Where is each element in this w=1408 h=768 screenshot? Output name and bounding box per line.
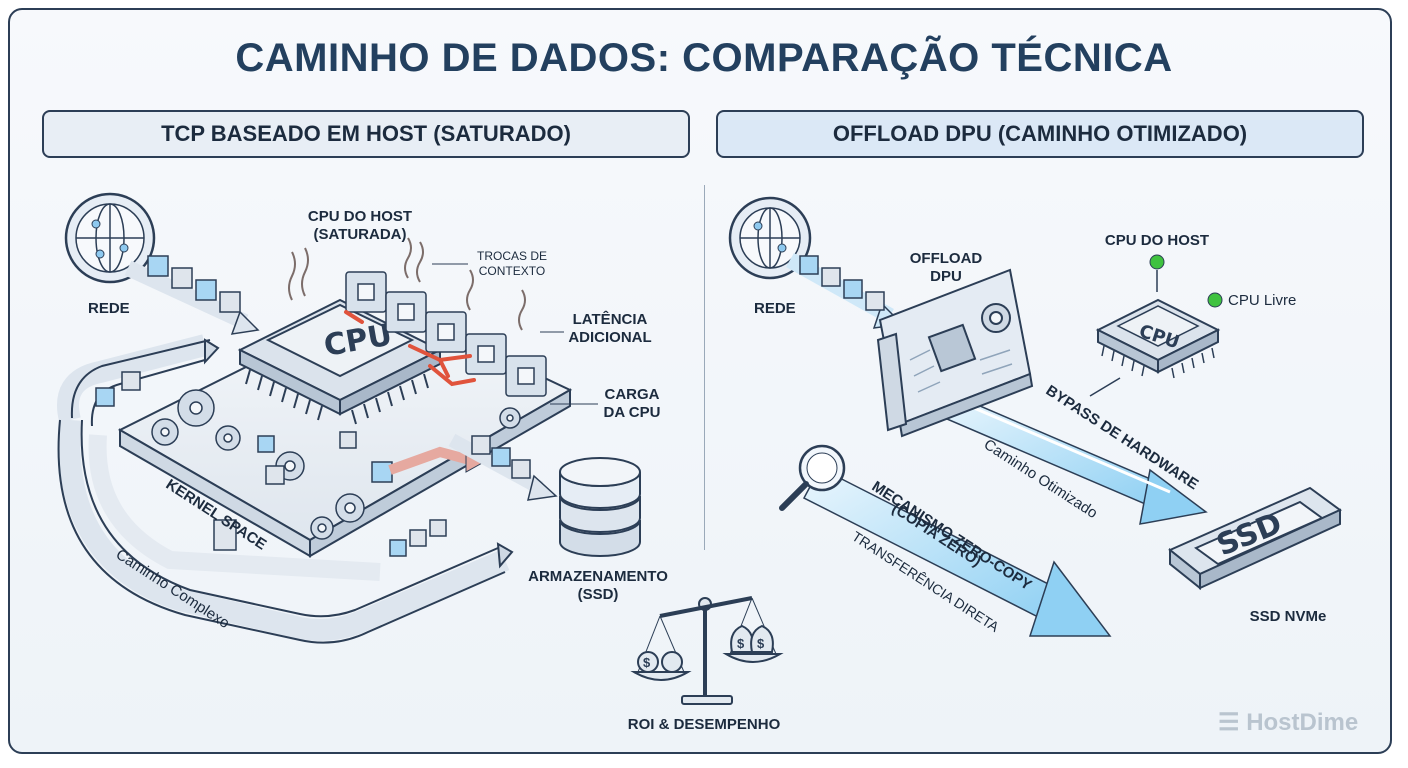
left-cpu-title-line1: CPU DO HOST: [307, 208, 413, 225]
left-network-label: REDE: [88, 300, 130, 317]
panel-divider: [704, 185, 705, 550]
zero-copy-arrow: [802, 466, 1112, 637]
cpu-free-label: CPU Livre: [1228, 292, 1297, 309]
complex-path-arrows: [57, 334, 514, 644]
left-panel-header: TCP BASEADO EM HOST (SATURADO): [42, 110, 690, 158]
balance-scale-icon: $ $ $: [630, 596, 784, 705]
ssd-nvme-drive-icon: SSD: [1168, 486, 1342, 591]
hostdime-logo-icon: ☰: [1218, 709, 1240, 736]
right-cpu-title: CPU DO HOST: [1104, 232, 1210, 249]
incoming-packets-right: [786, 253, 904, 329]
callout-leaders: [432, 263, 598, 405]
left-cpu-title-line2: (SATURADA): [313, 226, 407, 243]
storage-stack-icon: [559, 457, 641, 557]
hostdime-logo: ☰ HostDime: [1218, 708, 1358, 737]
status-dot-green-icon: [1149, 254, 1165, 270]
internal-flow-arrows: [388, 433, 558, 501]
latency-label-1: LATÊNCIA: [572, 311, 648, 328]
svg-text:$: $: [643, 655, 651, 670]
hostdime-logo-text: HostDime: [1246, 709, 1359, 736]
incoming-packets: [124, 255, 260, 335]
network-globe-icon-right: [728, 196, 812, 280]
network-globe-icon: [64, 192, 156, 284]
right-panel-header: OFFLOAD DPU (CAMINHO OTIMIZADO): [716, 110, 1364, 158]
dpu-card-icon: [876, 268, 1034, 438]
kernel-data-blocks: [95, 371, 447, 557]
roi-label: ROI & DESEMPENHO: [627, 716, 781, 733]
storage-label-2: (SSD): [577, 586, 619, 603]
context-switch-label-1: TROCAS DE: [476, 249, 547, 263]
context-switch-cubes: [345, 271, 547, 397]
storage-label-1: ARMAZENAMENTO: [528, 568, 668, 585]
context-switch-label-2: CONTEXTO: [478, 264, 546, 278]
cpu-load-label-2: DA CPU: [603, 404, 661, 421]
dpu-label-2: DPU: [930, 268, 962, 285]
ssd-nvme-label: SSD NVMe: [1249, 608, 1327, 625]
diagram-title: CAMINHO DE DADOS: COMPARAÇÃO TÉCNICA: [235, 36, 1173, 80]
heat-waves-icon: [288, 237, 526, 331]
cpu-status-leaders: [1089, 270, 1158, 397]
right-network-label: REDE: [754, 300, 796, 317]
magnifier-icon: [779, 444, 846, 511]
kernel-space-plate: [117, 298, 573, 558]
dpu-label-1: OFFLOAD: [909, 250, 983, 267]
cpu-free-dot-icon: [1207, 292, 1223, 308]
latency-label-2: ADICIONAL: [568, 329, 652, 346]
cpu-load-label-1: CARGA: [604, 386, 660, 403]
host-cpu-chip-free: CPU: [1095, 298, 1221, 379]
svg-text:$: $: [757, 636, 765, 651]
svg-text:$: $: [737, 636, 745, 651]
latency-crack-icon: [344, 310, 476, 387]
